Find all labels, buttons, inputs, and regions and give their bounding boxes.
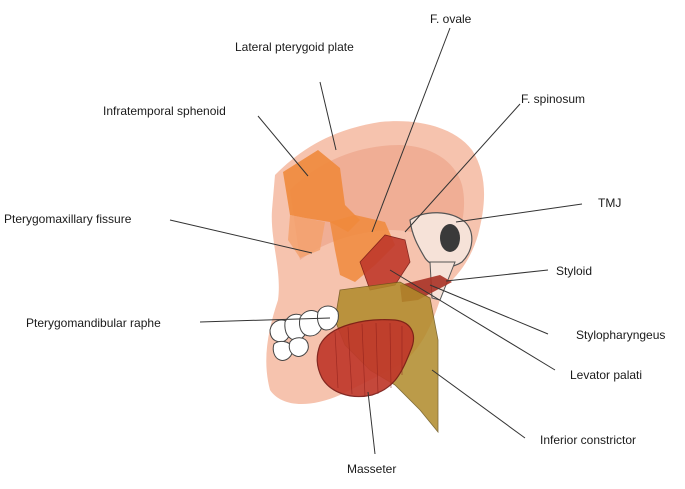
label-lateral-pterygoid-plate: Lateral pterygoid plate	[235, 40, 354, 54]
leader-pterygomandibular-raphe	[199, 317, 331, 323]
label-masseter: Masseter	[347, 462, 397, 476]
masseter-striations	[334, 322, 403, 397]
label-levator-palati: Levator palati	[570, 368, 643, 382]
leader-inferior-constrictor	[431, 369, 526, 439]
leader-masseter	[367, 391, 376, 455]
label-stylopharyngeus: Stylopharyngeus	[576, 328, 666, 342]
label-tmj: TMJ	[598, 196, 622, 210]
masseter-muscle	[316, 319, 415, 398]
infratemporal-sphenoid-shape	[283, 150, 360, 232]
leader-styloid	[445, 269, 549, 282]
label-styloid: Styloid	[556, 264, 593, 278]
leader-f-spinosum	[404, 103, 521, 233]
label-pterygomandibular-raphe: Pterygomandibular raphe	[26, 316, 161, 330]
label-pterygomaxillary-fissure: Pterygomaxillary fissure	[4, 212, 132, 226]
leader-f-ovale	[371, 27, 451, 233]
leader-tmj	[455, 203, 583, 223]
leader-levator-palati	[389, 269, 556, 371]
lateral-pterygoid-plate-shape	[330, 215, 395, 282]
tmj-fossa	[440, 224, 460, 252]
label-inferior-constrictor: Inferior constrictor	[540, 433, 637, 447]
pterygomaxillary-shape	[288, 215, 325, 258]
leader-pterygomaxillary-fissure	[169, 219, 313, 254]
leader-lines	[169, 27, 583, 455]
leader-lateral-pterygoid-plate	[319, 81, 337, 151]
leader-infratemporal-sphenoid	[257, 115, 309, 177]
label-infratemporal-sphenoid: Infratemporal sphenoid	[103, 104, 226, 118]
label-f-spinosum: F. spinosum	[521, 92, 586, 106]
teeth	[269, 305, 339, 361]
leader-stylopharyngeus	[429, 284, 549, 335]
label-f-ovale: F. ovale	[430, 12, 472, 26]
